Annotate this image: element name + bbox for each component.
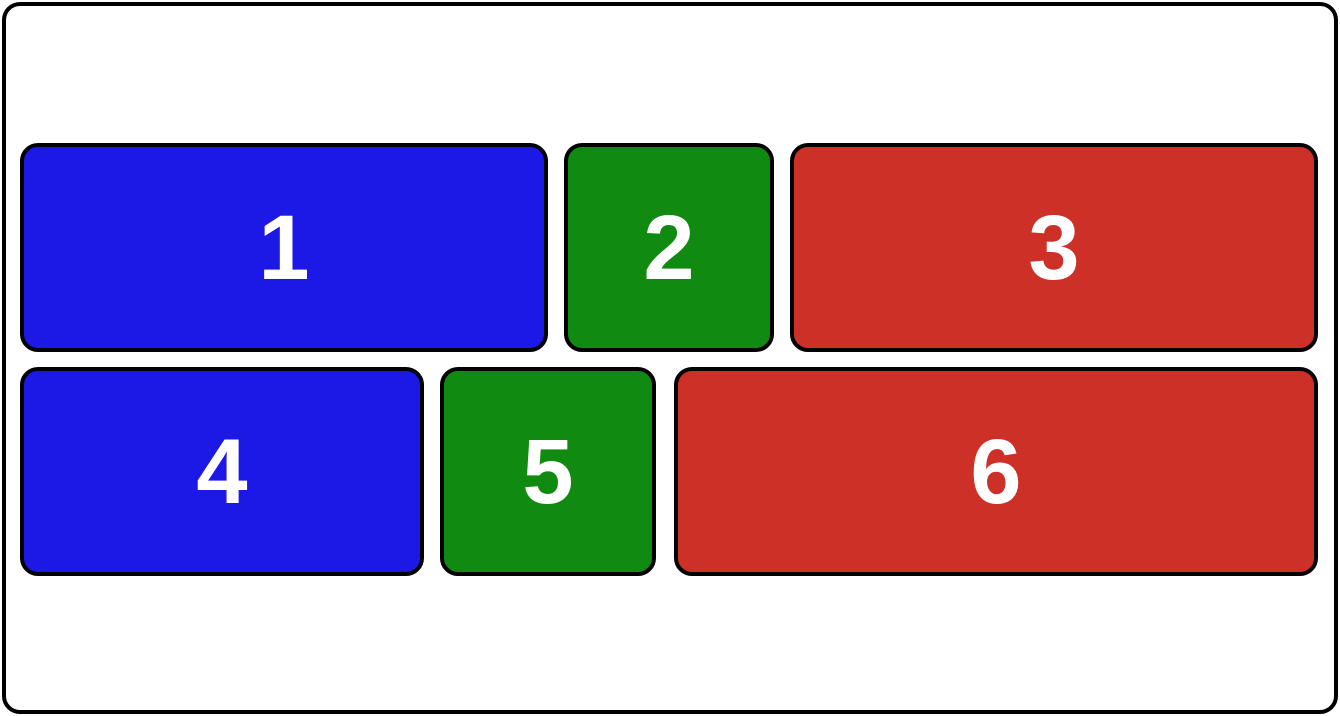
box-4-label: 4	[196, 420, 248, 523]
box-1-label: 1	[258, 196, 310, 299]
box-5: 5	[440, 367, 656, 576]
box-2-label: 2	[643, 196, 695, 299]
box-4: 4	[20, 367, 424, 576]
box-3: 3	[790, 143, 1318, 352]
box-6-label: 6	[970, 420, 1022, 523]
box-6: 6	[674, 367, 1318, 576]
box-3-label: 3	[1028, 196, 1080, 299]
box-5-label: 5	[522, 420, 574, 523]
box-1: 1	[20, 143, 548, 352]
box-2: 2	[564, 143, 774, 352]
